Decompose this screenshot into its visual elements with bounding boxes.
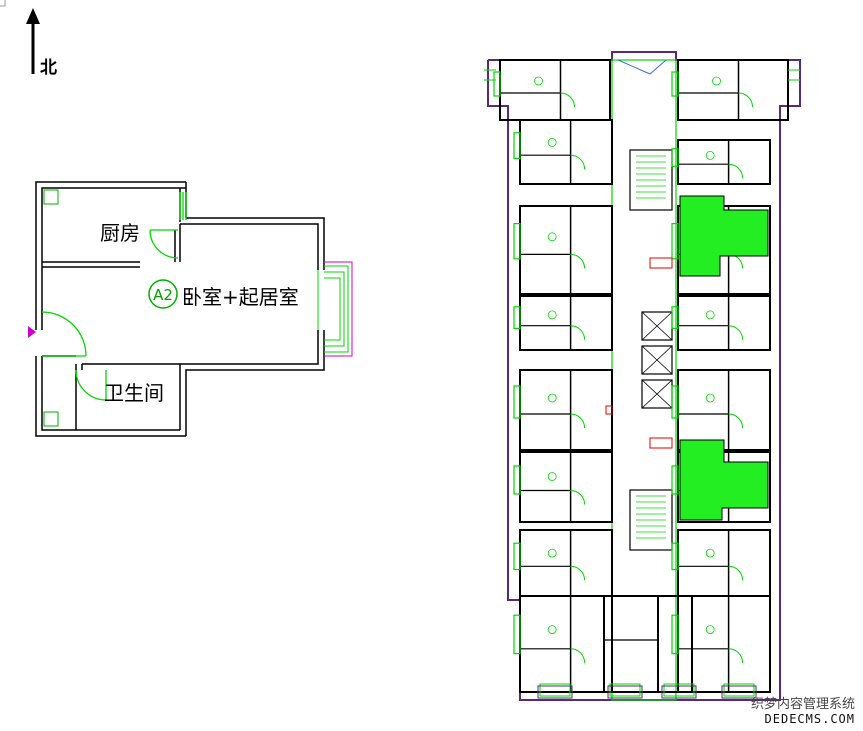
unit-tag bbox=[547, 310, 557, 320]
window-bay bbox=[493, 71, 501, 97]
door-arc bbox=[570, 413, 586, 429]
watermark-line-1: 织梦内容管理系统 bbox=[750, 697, 855, 713]
door-arc bbox=[570, 490, 586, 505]
window-bay bbox=[513, 223, 521, 260]
window-bay bbox=[671, 71, 679, 97]
unit-tag bbox=[547, 232, 557, 242]
window-bay bbox=[671, 223, 679, 260]
door-arc bbox=[728, 648, 744, 663]
unit-badge: A2 bbox=[148, 279, 178, 309]
window-bay bbox=[671, 385, 679, 419]
entrance-marker bbox=[28, 326, 36, 338]
balcony bbox=[539, 683, 571, 697]
apartment-unit bbox=[677, 139, 771, 185]
unit-tag bbox=[547, 625, 557, 634]
entrance-canopy bbox=[617, 59, 667, 75]
elevator-shaft bbox=[641, 345, 673, 375]
balcony-outline bbox=[607, 685, 643, 699]
red-marker bbox=[649, 437, 673, 449]
apartment-unit bbox=[519, 205, 613, 295]
window-bay bbox=[671, 148, 679, 168]
balcony bbox=[723, 683, 755, 697]
door-arc bbox=[728, 413, 744, 429]
corner-mark bbox=[0, 0, 6, 7]
elevator-cross bbox=[641, 379, 673, 409]
window-bay bbox=[513, 542, 521, 571]
door-arc bbox=[728, 163, 744, 179]
unit-tag bbox=[547, 137, 557, 147]
balcony bbox=[609, 683, 641, 697]
window-bay bbox=[513, 385, 521, 419]
balcony-outline bbox=[721, 685, 757, 699]
room-label-kitchen: 厨房 bbox=[100, 221, 140, 245]
apartment-unit bbox=[519, 529, 613, 597]
balcony-outline bbox=[661, 685, 697, 699]
highlight-block-lower bbox=[679, 439, 769, 521]
room-label-living: 卧室+起居室 bbox=[182, 285, 299, 309]
room-label-bathroom: 卫生间 bbox=[104, 381, 164, 405]
building-floor-plan bbox=[484, 51, 801, 701]
door-arc bbox=[728, 325, 744, 340]
apartment-unit bbox=[677, 529, 771, 597]
apartment-unit bbox=[519, 295, 613, 351]
apartment-unit bbox=[519, 369, 613, 451]
unit-tag bbox=[705, 548, 715, 558]
elevator-cross bbox=[641, 345, 673, 375]
door-arc bbox=[738, 92, 753, 108]
apartment-unit bbox=[519, 451, 613, 523]
unit-tag bbox=[547, 548, 557, 558]
window-bay bbox=[513, 614, 521, 655]
door-arc bbox=[570, 325, 586, 340]
door-arc bbox=[570, 565, 586, 581]
unit-tag bbox=[712, 76, 721, 86]
unit-tag bbox=[705, 393, 715, 403]
door-arc bbox=[570, 253, 586, 269]
door-arc bbox=[560, 92, 575, 108]
red-marker bbox=[605, 405, 613, 415]
apartment-unit bbox=[657, 595, 693, 693]
window-bay bbox=[671, 306, 679, 329]
unit-tag bbox=[705, 310, 715, 320]
unit-tag bbox=[534, 76, 543, 86]
window-bay bbox=[513, 465, 521, 495]
watermark-line-2: DEDECMS.COM bbox=[764, 712, 855, 727]
balcony bbox=[663, 683, 695, 697]
apartment-unit bbox=[519, 119, 613, 185]
north-label: 北 bbox=[40, 58, 57, 78]
window-bay bbox=[513, 306, 521, 329]
watermark: 织梦内容管理系统 DEDECMS.COM bbox=[750, 697, 855, 727]
highlight-block-upper bbox=[679, 195, 769, 277]
window-bay bbox=[671, 542, 679, 571]
stair-south bbox=[629, 489, 673, 551]
balcony-outline bbox=[537, 685, 573, 699]
window-bay bbox=[671, 465, 679, 495]
apartment-unit bbox=[677, 369, 771, 451]
unit-tag bbox=[705, 150, 715, 160]
unit-a2-plan: 厨房 A2 卧室+起居室 卫生间 bbox=[28, 181, 353, 437]
unit-badge-label: A2 bbox=[153, 286, 173, 304]
door-arc bbox=[728, 565, 744, 581]
north-arrow: 北 bbox=[26, 8, 57, 78]
stair-north bbox=[629, 149, 673, 211]
window-bay bbox=[671, 614, 679, 655]
unit-tag bbox=[547, 393, 557, 403]
door-arc bbox=[570, 648, 586, 663]
building-outline bbox=[487, 51, 801, 701]
apartment-unit bbox=[499, 59, 611, 121]
apartment-unit bbox=[519, 595, 613, 693]
apartment-unit bbox=[677, 295, 771, 351]
apartment-unit bbox=[677, 59, 789, 121]
window-bay bbox=[513, 132, 521, 160]
door-arc bbox=[570, 154, 586, 170]
elevator-cross bbox=[641, 311, 673, 341]
unit-tag bbox=[705, 625, 715, 634]
red-marker bbox=[649, 257, 673, 269]
unit-tag bbox=[547, 472, 557, 481]
